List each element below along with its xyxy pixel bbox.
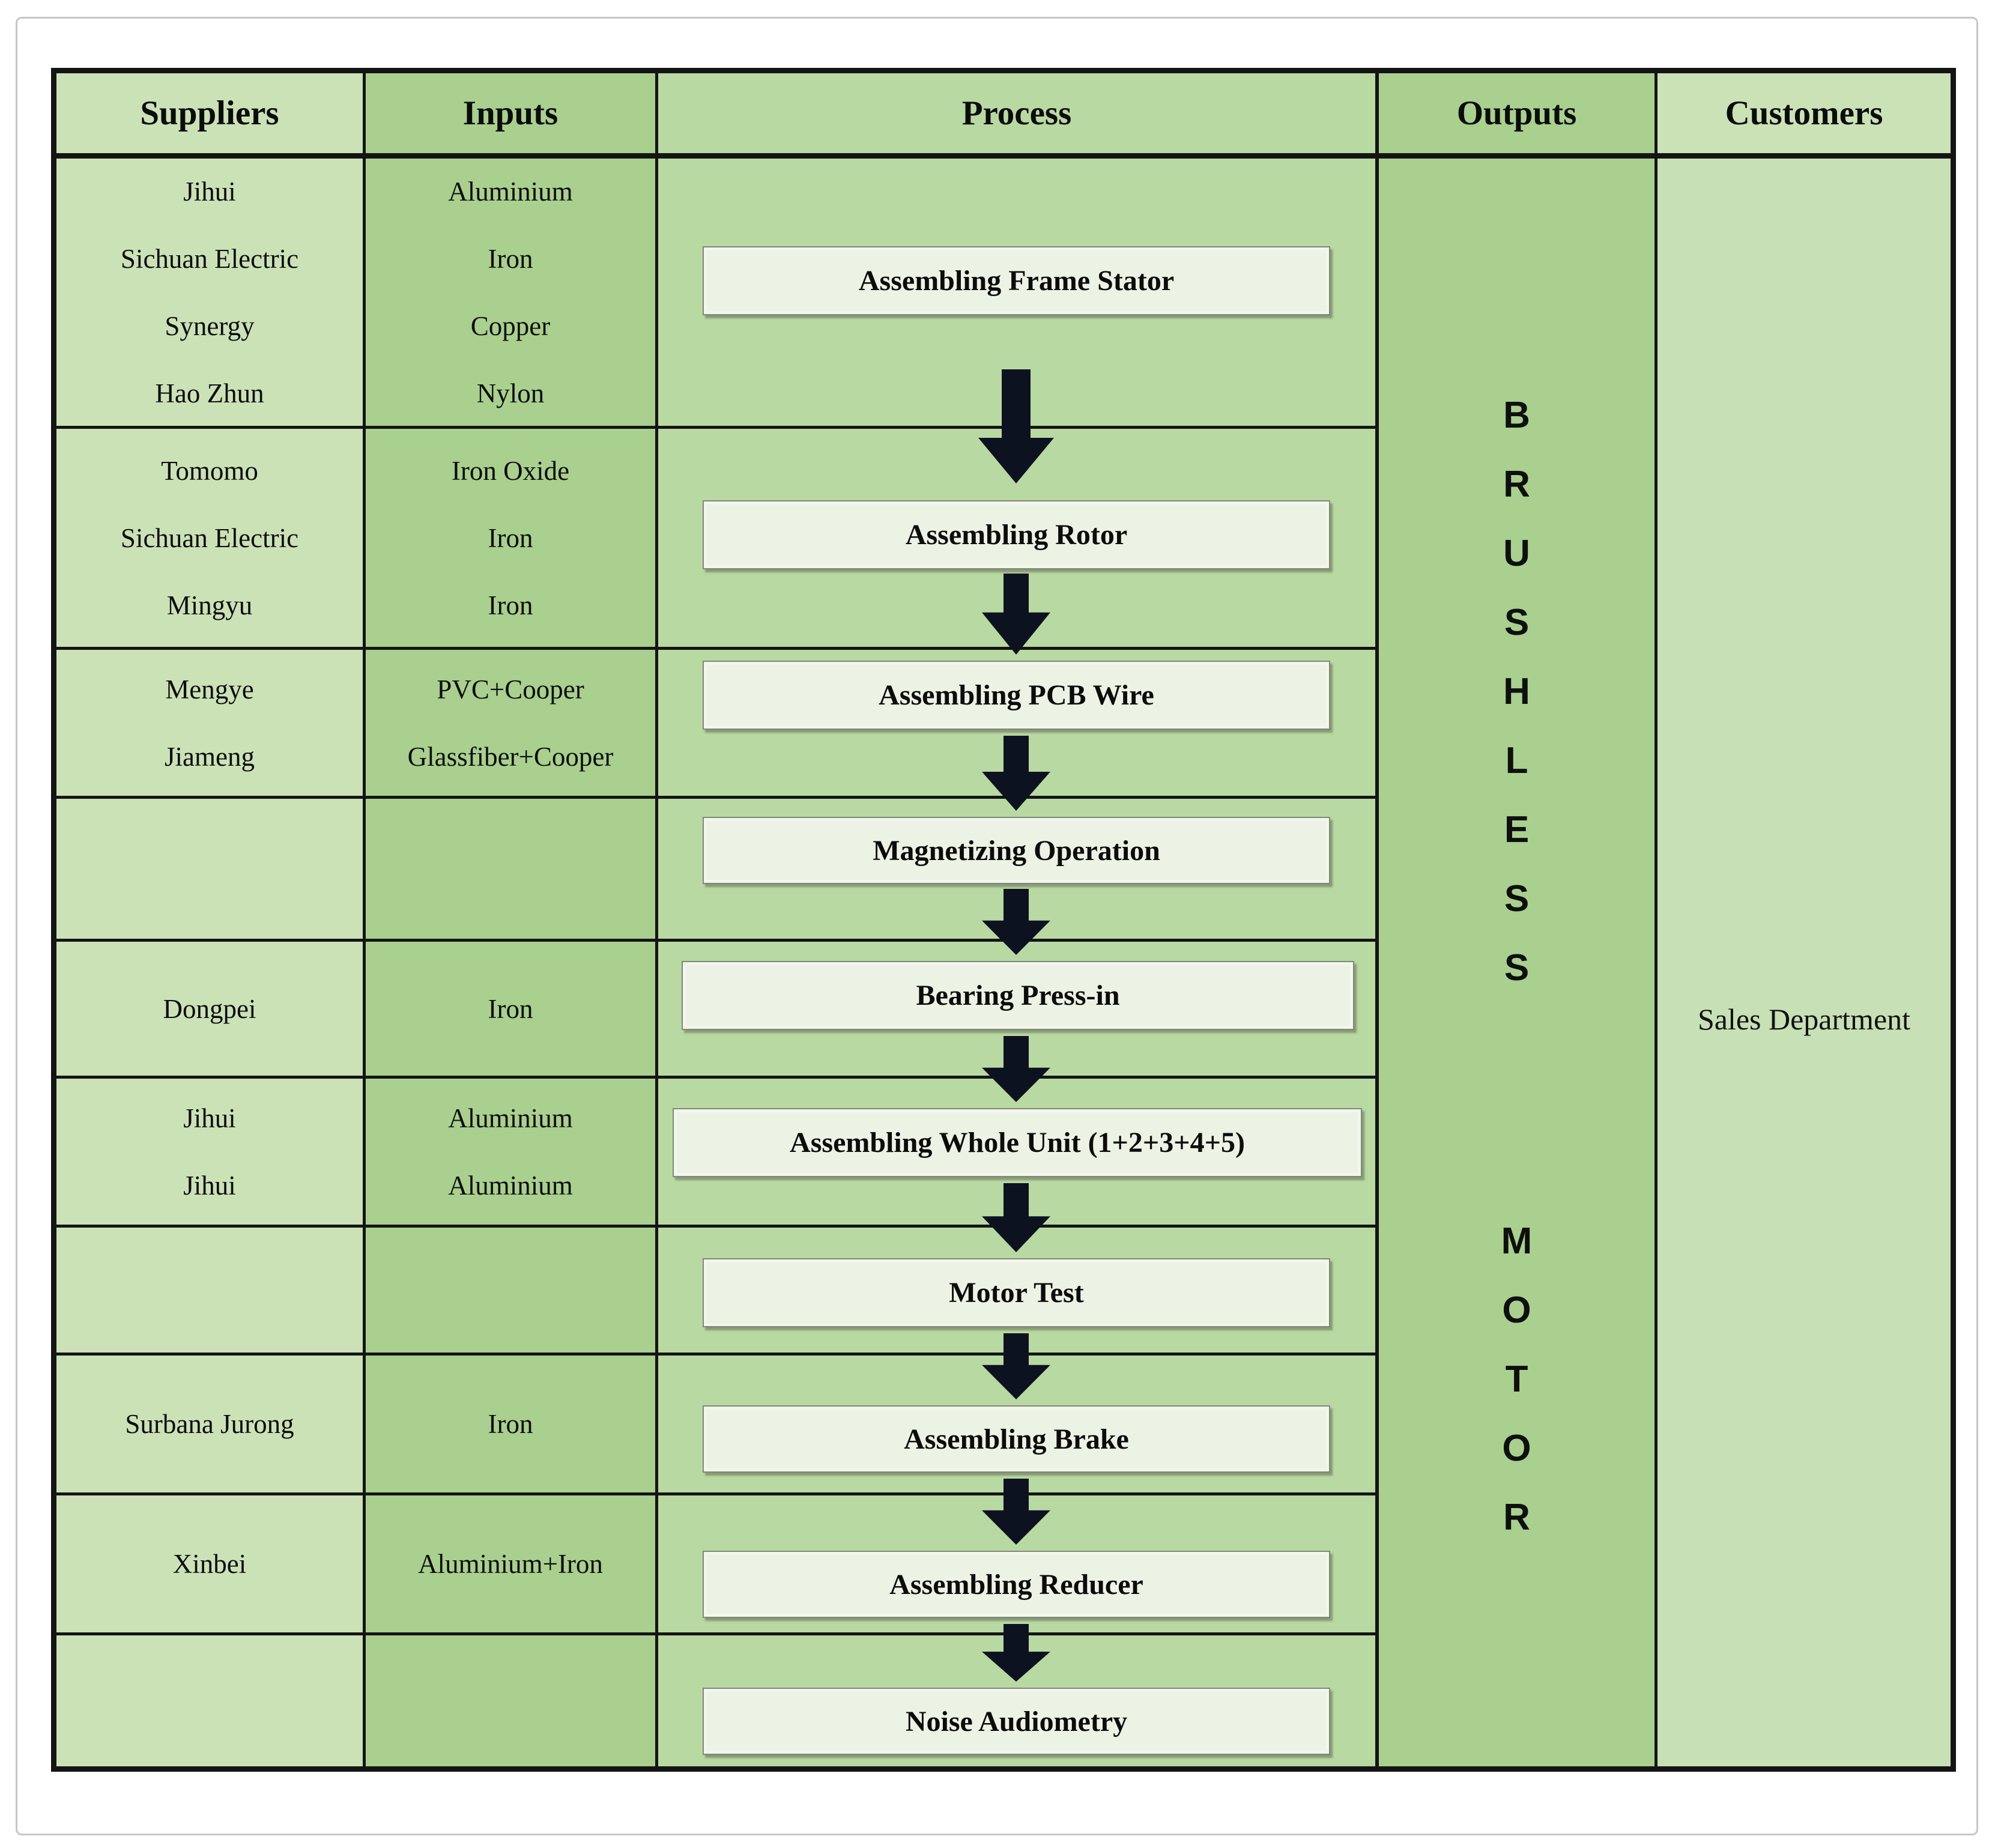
- output-letter: S: [1504, 602, 1530, 643]
- output-letter: S: [1504, 947, 1530, 989]
- process-band: [658, 650, 1379, 799]
- input-name: Iron: [488, 523, 533, 553]
- process-band: [658, 1079, 1379, 1228]
- output-letter: B: [1503, 395, 1530, 436]
- supplier-cell: Mengye Jiameng: [56, 650, 366, 799]
- output-letter: E: [1504, 809, 1530, 850]
- input-name: PVC+Cooper: [437, 674, 584, 704]
- outputs-header-label: Outputs: [1456, 94, 1577, 132]
- supplier-name: Surbana Jurong: [125, 1409, 294, 1439]
- process-band: [658, 1495, 1379, 1635]
- outputs-word-brushless: B R U S H L E S S: [1379, 381, 1654, 1002]
- supplier-name: Xinbei: [172, 1549, 247, 1579]
- page-frame: [16, 17, 1978, 1835]
- inputs-header-cell: Inputs: [366, 73, 658, 159]
- process-header-cell: Process: [658, 73, 1379, 159]
- supplier-cell: Surbana Jurong: [56, 1356, 366, 1495]
- input-cell: Iron: [366, 1356, 658, 1495]
- input-name: Iron: [488, 993, 533, 1024]
- output-letter: U: [1503, 533, 1530, 574]
- customers-header-label: Customers: [1725, 94, 1883, 132]
- supplier-cell: Jihui Sichuan Electric Synergy Hao Zhun: [56, 159, 366, 429]
- inputs-header-label: Inputs: [462, 94, 559, 132]
- input-cell: PVC+Cooper Glassfiber+Cooper: [366, 650, 658, 799]
- output-letter: R: [1503, 464, 1530, 505]
- process-band: [658, 159, 1379, 429]
- outputs-header-cell: Outputs: [1379, 73, 1654, 159]
- output-letter: M: [1501, 1220, 1533, 1262]
- input-name: Iron: [488, 590, 533, 620]
- process-band: [658, 429, 1379, 650]
- input-name: Aluminium+Iron: [418, 1549, 603, 1579]
- process-band: [658, 1356, 1379, 1495]
- input-cell: Iron: [366, 942, 658, 1079]
- process-band: [658, 1228, 1379, 1356]
- input-name: Aluminium: [448, 1103, 573, 1133]
- suppliers-header-label: Suppliers: [140, 94, 279, 132]
- input-name: Copper: [470, 311, 551, 341]
- suppliers-header-cell: Suppliers: [56, 73, 366, 159]
- input-cell-empty: [366, 1228, 658, 1356]
- supplier-cell: Tomomo Sichuan Electric Mingyu: [56, 429, 366, 650]
- input-name: Iron Oxide: [451, 455, 570, 486]
- supplier-cell: Dongpei: [56, 942, 366, 1079]
- supplier-name: Hao Zhun: [155, 378, 264, 408]
- input-cell: Aluminium Iron Copper Nylon: [366, 159, 658, 429]
- outputs-word-motor: M O T O R: [1379, 1207, 1654, 1552]
- input-name: Iron: [488, 243, 533, 274]
- supplier-cell: Jihui Jihui: [56, 1079, 366, 1228]
- process-header-label: Process: [961, 94, 1072, 132]
- customers-header-cell: Customers: [1657, 73, 1951, 159]
- output-letter: T: [1505, 1359, 1528, 1400]
- outputs-column: Outputs B R U S H L E S S M O T O R: [1379, 73, 1657, 1766]
- supplier-name: Synergy: [165, 311, 255, 341]
- supplier-cell-empty: [56, 799, 366, 942]
- output-letter: O: [1502, 1289, 1531, 1331]
- process-band: [658, 942, 1379, 1079]
- input-cell: Aluminium+Iron: [366, 1495, 658, 1635]
- process-band: [658, 799, 1379, 942]
- process-band: [658, 1635, 1379, 1766]
- input-name: Aluminium: [448, 1170, 573, 1201]
- supplier-cell-empty: [56, 1635, 366, 1766]
- supplier-name: Jiameng: [165, 741, 255, 772]
- supplier-name: Sichuan Electric: [120, 243, 299, 274]
- customer-name: Sales Department: [1697, 1002, 1911, 1036]
- input-name: Nylon: [476, 378, 545, 408]
- customers-column: Customers Sales Department: [1657, 73, 1951, 1766]
- supplier-name: Tomomo: [161, 455, 258, 486]
- output-letter: R: [1503, 1497, 1530, 1538]
- supplier-cell: Xinbei: [56, 1495, 366, 1635]
- output-letter: O: [1502, 1428, 1531, 1469]
- left-grid: Suppliers Inputs Process Jihui Sichuan E…: [56, 73, 1379, 1766]
- supplier-name: Jihui: [183, 1103, 236, 1133]
- supplier-name: Sichuan Electric: [120, 523, 299, 553]
- input-name: Iron: [488, 1409, 533, 1439]
- supplier-name: Mingyu: [166, 590, 253, 620]
- supplier-name: Jihui: [183, 1170, 236, 1201]
- sipoc-table: Suppliers Inputs Process Jihui Sichuan E…: [51, 68, 1956, 1772]
- customers-body: Sales Department: [1657, 159, 1951, 1048]
- output-letter: H: [1503, 671, 1530, 712]
- input-name: Aluminium: [448, 176, 573, 207]
- input-cell-empty: [366, 1635, 658, 1766]
- input-cell-empty: [366, 799, 658, 942]
- supplier-name: Dongpei: [163, 993, 256, 1024]
- output-letter: L: [1505, 740, 1528, 781]
- supplier-name: Mengye: [165, 674, 254, 704]
- input-name: Glassfiber+Cooper: [407, 741, 614, 772]
- input-cell: Aluminium Aluminium: [366, 1079, 658, 1228]
- input-cell: Iron Oxide Iron Iron: [366, 429, 658, 650]
- output-letter: S: [1504, 878, 1530, 919]
- supplier-cell-empty: [56, 1228, 366, 1356]
- supplier-name: Jihui: [183, 176, 236, 207]
